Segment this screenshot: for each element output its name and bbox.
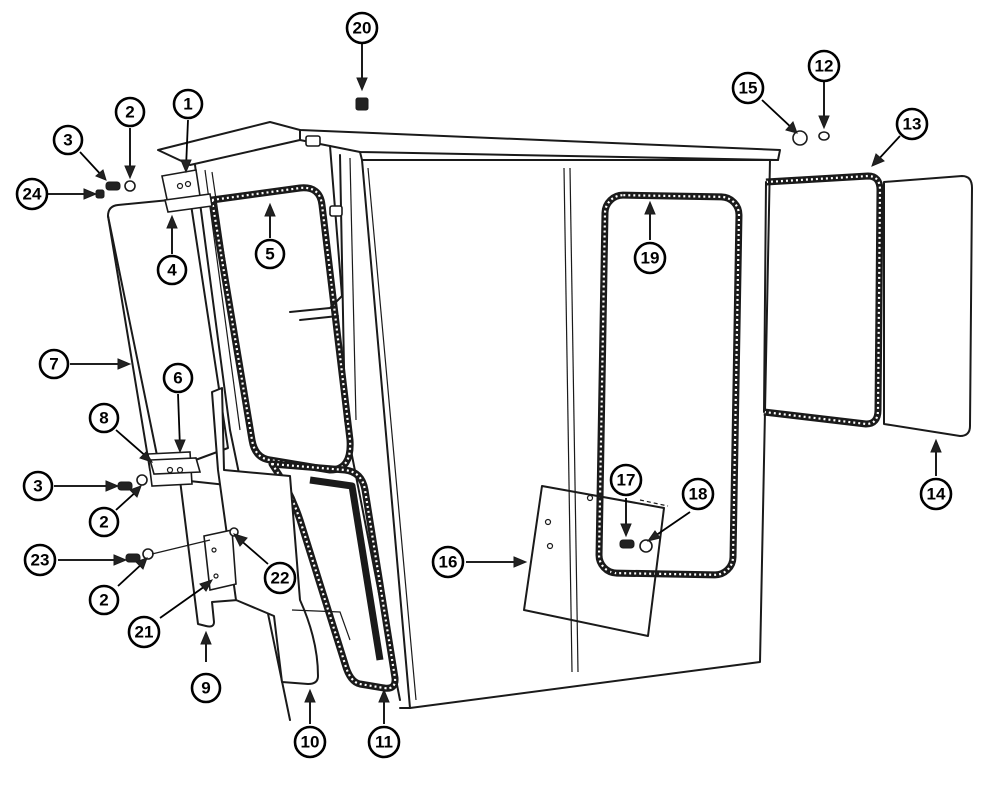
side-plate: [523, 485, 665, 637]
callout-label: 2: [99, 513, 108, 532]
callout-label: 2: [99, 591, 108, 610]
callout-11: 11: [367, 725, 401, 759]
callout-label: 7: [49, 355, 58, 374]
callout-label: 20: [353, 19, 372, 38]
callout-label: 23: [31, 551, 50, 570]
callout-label: 11: [375, 733, 393, 752]
callout-9: 9: [190, 672, 222, 704]
callout-10: 10: [293, 725, 327, 759]
callout-23: 23: [23, 543, 57, 577]
callout-label: 2: [125, 103, 134, 122]
callout-label: 19: [641, 249, 660, 268]
callout-label: 6: [173, 369, 182, 388]
callout-3-lower: 3: [22, 470, 54, 502]
callout-label: 3: [63, 131, 72, 150]
callout-label: 12: [815, 57, 834, 76]
callout-16: 16: [431, 545, 465, 579]
door-glass-panel: [107, 197, 229, 471]
callout-15: 15: [731, 71, 765, 105]
callout-4: 4: [156, 254, 188, 286]
callout-label: 22: [271, 569, 290, 588]
callout-label: 16: [439, 553, 458, 572]
rear-window-assembly: [763, 172, 973, 437]
callouts: 1 2 3 24 4 5 7 6 8 3 2 23 2 21 22 9 10 1…: [15, 11, 953, 759]
callout-label: 9: [201, 679, 210, 698]
callout-label: 17: [617, 471, 636, 490]
callout-2-bottom: 2: [88, 584, 120, 616]
callout-label: 24: [23, 185, 42, 204]
callout-label: 14: [927, 485, 946, 504]
callout-label: 8: [99, 409, 108, 428]
callout-3: 3: [52, 124, 84, 156]
callout-1: 1: [172, 88, 204, 120]
callout-21: 21: [127, 615, 161, 649]
callout-14: 14: [919, 477, 953, 511]
callout-24: 24: [15, 177, 49, 211]
leader-lines: [48, 44, 942, 724]
callout-label: 13: [903, 115, 922, 134]
callout-13: 13: [895, 107, 929, 141]
callout-label: 10: [301, 733, 320, 752]
callout-label: 15: [739, 79, 758, 98]
callout-8: 8: [88, 402, 120, 434]
callout-label: 3: [33, 477, 42, 496]
lower-door-seal: [268, 460, 399, 692]
callout-label: 4: [167, 261, 177, 280]
callout-5: 5: [254, 238, 286, 270]
side-window-seal: [595, 191, 743, 579]
callout-12: 12: [807, 49, 841, 83]
callout-18: 18: [681, 477, 715, 511]
upper-door-seal: [208, 184, 354, 474]
cab-body: [157, 121, 781, 721]
callout-2: 2: [114, 96, 146, 128]
callout-6: 6: [162, 362, 194, 394]
callout-19: 19: [633, 241, 667, 275]
callout-2-lower: 2: [88, 506, 120, 538]
callout-label: 18: [689, 485, 708, 504]
callout-7: 7: [38, 348, 70, 380]
callout-label: 21: [135, 623, 154, 642]
callout-label: 1: [183, 95, 192, 114]
hardware: [95, 97, 830, 563]
callout-22: 22: [263, 561, 297, 595]
callout-17: 17: [609, 463, 643, 497]
hinges: [147, 145, 343, 591]
callout-20: 20: [345, 11, 379, 45]
callout-label: 5: [265, 245, 274, 264]
